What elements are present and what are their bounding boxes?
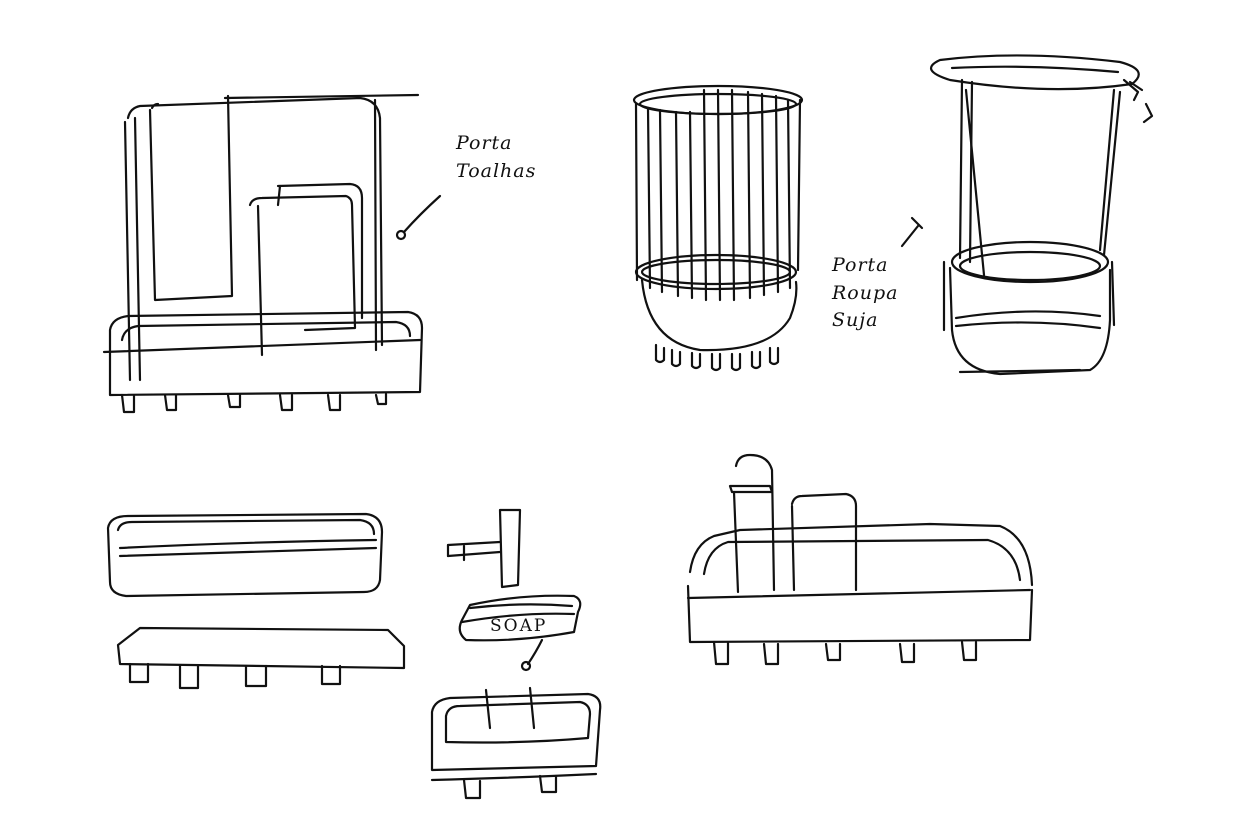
laundry-label-line-3: Suja	[832, 309, 879, 332]
laundry-holder-label: Porta Roupa Suja	[832, 252, 898, 335]
soap-holder-sketch	[430, 508, 602, 800]
soap-label-text: SOAP	[490, 616, 548, 636]
bottle-tray-sketch	[686, 453, 1034, 666]
towel-label-line-1: Porta	[456, 132, 513, 154]
laundry-label-line-2: Roupa	[832, 281, 899, 304]
laundry-label-line-1: Porta	[832, 254, 889, 276]
soap-dish-parts-sketch	[106, 512, 406, 690]
lidded-hamper-sketch	[900, 54, 1154, 376]
cylinder-hamper-sketch	[632, 84, 804, 372]
towel-holder-label: Porta Toalhas	[456, 130, 536, 185]
soap-label: SOAP	[490, 614, 547, 639]
towel-holder-sketch	[102, 93, 442, 414]
towel-label-line-2: Toalhas	[456, 159, 537, 182]
